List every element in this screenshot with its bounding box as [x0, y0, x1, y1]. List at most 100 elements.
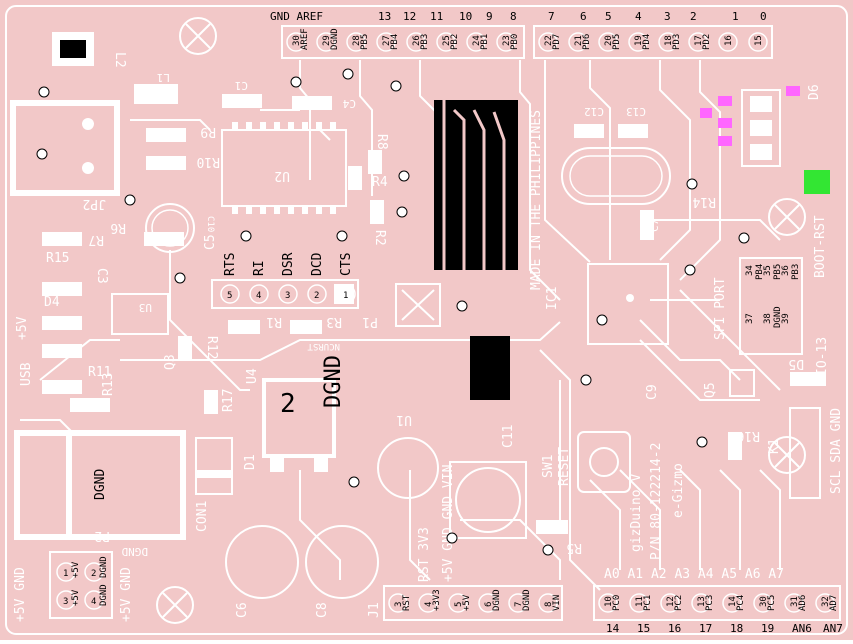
- top-right-pin-num-5: 17: [694, 35, 704, 46]
- power-pin-pad-1: [418, 593, 438, 613]
- spi-num-1: 35: [763, 265, 773, 276]
- label-con1: CON1: [195, 501, 210, 532]
- label-c3: C3: [94, 268, 109, 284]
- diode-d5: [790, 372, 826, 386]
- top-right-pin-sub-1: PD6: [582, 34, 592, 50]
- top-label-6: 6: [580, 10, 587, 23]
- label-c7: C7: [648, 219, 661, 232]
- top-right-pin-num-4: 18: [664, 35, 674, 46]
- label-r3: R3: [326, 314, 342, 329]
- ftdi-pad-0: [220, 284, 240, 304]
- analog-pin-sub-1: PC1: [643, 595, 653, 611]
- top-label-12: 12: [403, 10, 416, 23]
- top-right-pin-sub-5: PD2: [702, 34, 712, 50]
- analog-pin-num-3: 13: [697, 596, 707, 607]
- power-pin-sub-4: DGND: [522, 589, 532, 611]
- ftdi-name-1: RI: [252, 260, 267, 276]
- spi-num-3: 37: [745, 313, 755, 324]
- analog-pin-num-7: 32: [821, 596, 831, 607]
- spi-sub-2: PB3: [791, 264, 801, 280]
- label-r13: R13: [101, 373, 116, 396]
- analog-pin-num-2: 12: [666, 596, 676, 607]
- product-name: gizDuino V: [629, 474, 644, 552]
- power-pin-num-1: 4: [424, 602, 434, 607]
- label-u4: U4: [245, 368, 260, 384]
- vias: [36, 68, 750, 556]
- egizmo-logo-mark: [401, 289, 435, 321]
- label-pwr-side: +5V GND GND VIN: [441, 465, 456, 582]
- analog-pin-pad-3: [691, 593, 711, 613]
- ic-u3: [111, 293, 169, 335]
- label-reset: RESET: [557, 447, 572, 486]
- product-pn: P/N 80-122214-2: [649, 443, 664, 560]
- top-right-pin-pad-7: [748, 32, 768, 52]
- label-r5: R5: [566, 540, 582, 555]
- top-left-pin-num-1: 29: [322, 35, 332, 46]
- usb-connector-inner: [16, 106, 114, 190]
- p2-num-2: 3: [63, 597, 68, 607]
- top-left-pin-sub-3: PB4: [390, 34, 400, 50]
- led-pad-3: [750, 144, 772, 160]
- label-jp2: JP2: [83, 196, 106, 211]
- crystal: [561, 147, 671, 205]
- ftdi-num-4: 1: [343, 291, 348, 301]
- spi-port-label: SPI PORT: [713, 277, 728, 340]
- label-r1: R1: [266, 314, 282, 329]
- analog-pin-num-4: 14: [728, 596, 738, 607]
- label-q5: Q5: [703, 382, 718, 398]
- label-d2: D2: [44, 319, 60, 334]
- ftdi-header-frame: [211, 279, 359, 309]
- header-p2: [49, 551, 113, 619]
- analog-pin-sub-3: PC3: [705, 595, 715, 611]
- label-u3: U3: [139, 301, 152, 314]
- led-header: [741, 89, 781, 167]
- inductor-l2-core: [60, 40, 86, 58]
- ftdi-pad-2: [278, 284, 298, 304]
- top-right-pin-sub-0: PD7: [552, 34, 562, 50]
- label-u1: U1: [396, 412, 412, 427]
- label-5v-gnd-b: +5V GND: [119, 567, 134, 622]
- cap-c12: [574, 124, 604, 138]
- analog-pin-num-5: 30: [759, 596, 769, 607]
- top-right-pin-sub-2: PD5: [612, 34, 622, 50]
- ftdi-num-0: 5: [227, 291, 232, 301]
- top-right-pin-num-0: 22: [544, 35, 554, 46]
- label-sw1: SW1: [541, 455, 556, 478]
- spi-sub-1: PB5: [773, 264, 783, 280]
- reset-switch: [577, 431, 631, 493]
- top-left-pin-pad-7: [496, 32, 516, 52]
- crystal-inner: [569, 155, 663, 197]
- top-right-pin-pad-0: [538, 32, 558, 52]
- top-right-pin-pad-4: [658, 32, 678, 52]
- top-right-pin-num-1: 21: [574, 35, 584, 46]
- label-c12: C12: [584, 105, 604, 118]
- cap-c13: [618, 124, 648, 138]
- ftdi-num-2: 3: [285, 291, 290, 301]
- label-p1: P1: [362, 314, 378, 329]
- top-right-pin-sub-4: PD3: [672, 34, 682, 50]
- cap-c11: [449, 461, 527, 539]
- analog-pin-pad-6: [784, 593, 804, 613]
- spi-header: [739, 257, 803, 355]
- top-label-gnd-aref: GND AREF: [270, 10, 323, 23]
- top-left-pin-pad-0: [286, 32, 306, 52]
- power-pin-num-3: 6: [484, 602, 494, 607]
- analog-name-1: 15: [637, 622, 650, 635]
- boot-indicator: [804, 170, 830, 194]
- label-io13: IO-13: [815, 337, 830, 376]
- label-l2: L2: [112, 52, 127, 68]
- power-pin-pad-0: [388, 593, 408, 613]
- diode-d1-band: [196, 470, 232, 478]
- i2c-header: [789, 407, 821, 499]
- top-right-pin-pad-3: [628, 32, 648, 52]
- top-label-2: 2: [690, 10, 697, 23]
- top-left-pin-sub-5: PB2: [450, 34, 460, 50]
- analog-pin-sub-2: PC2: [674, 595, 684, 611]
- ftdi-name-3: DCD: [310, 252, 325, 276]
- ic-ic1: [587, 263, 669, 345]
- label-r17: R17: [221, 389, 236, 412]
